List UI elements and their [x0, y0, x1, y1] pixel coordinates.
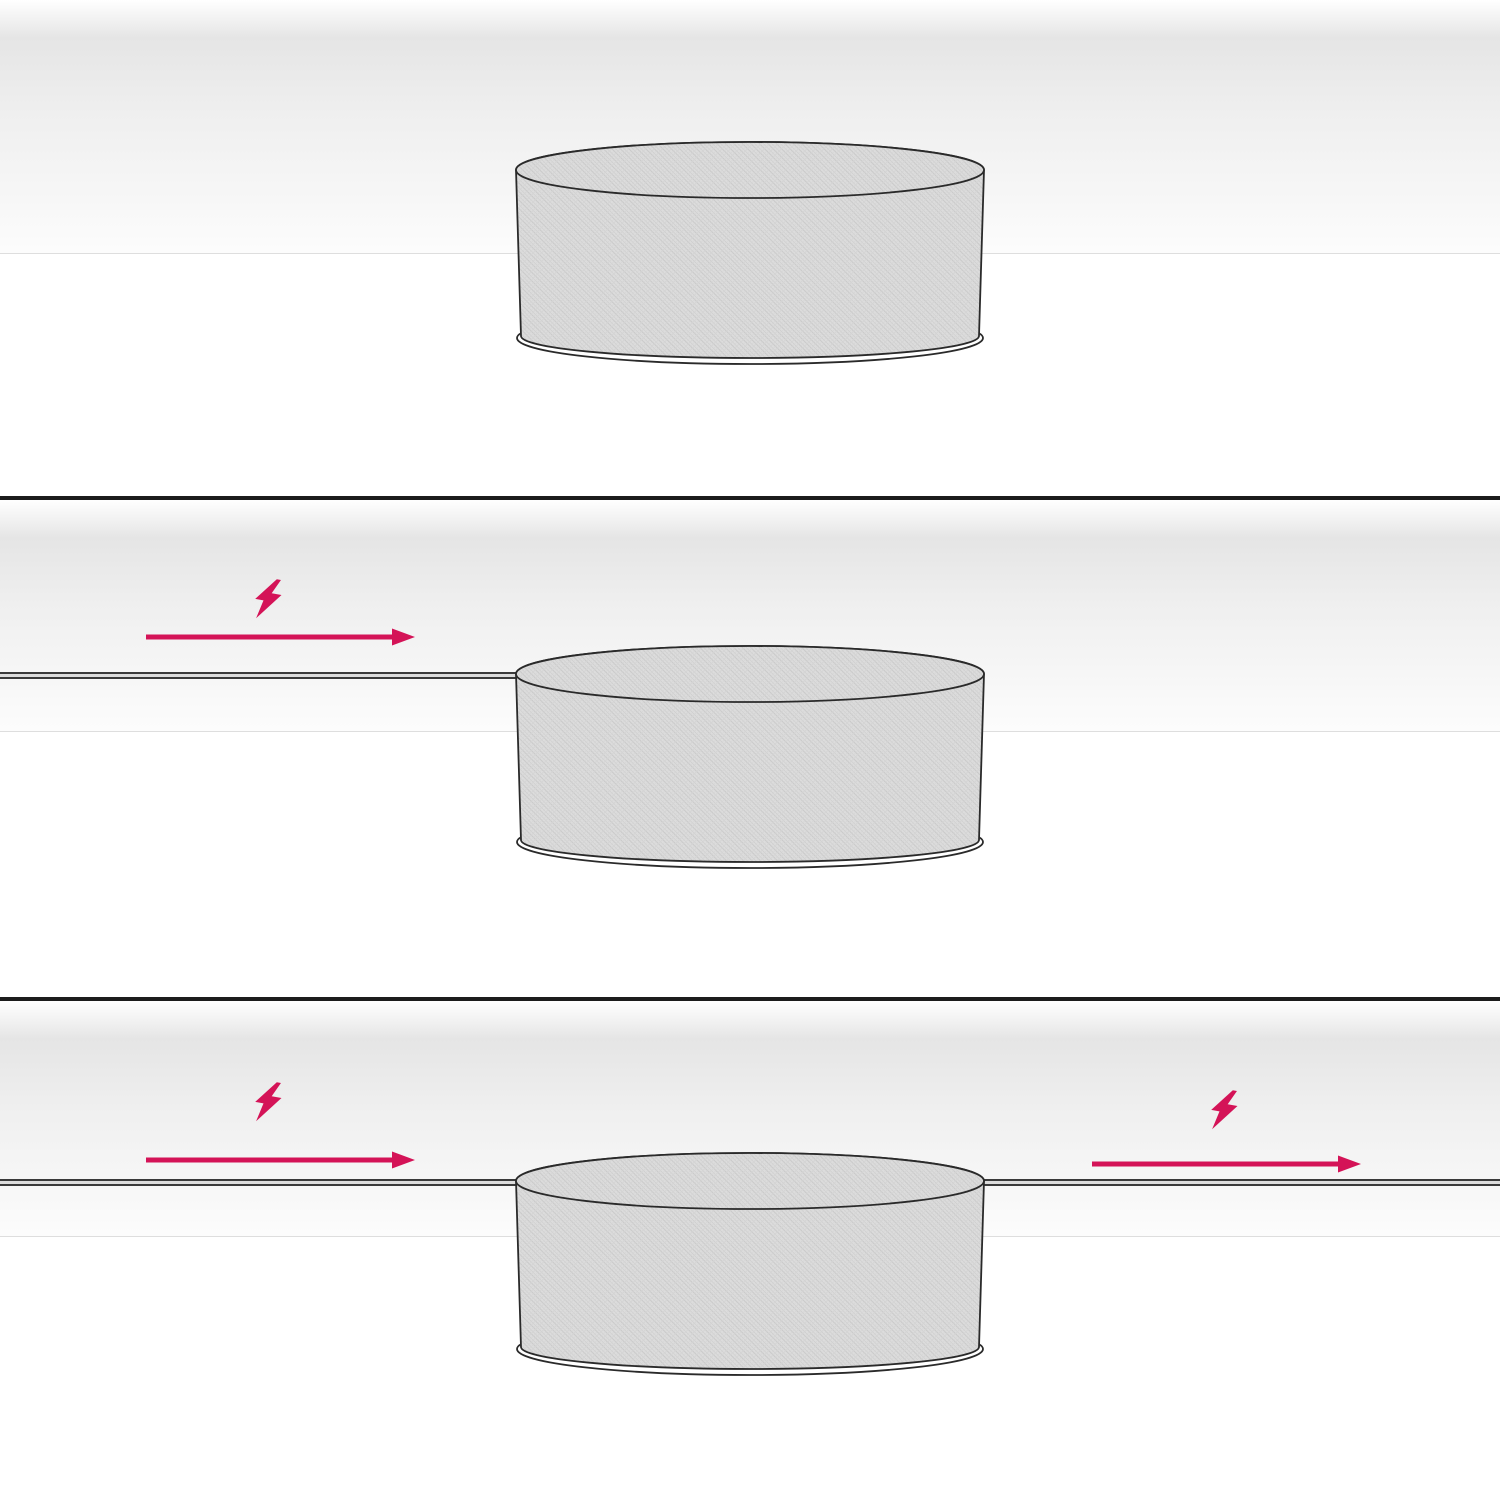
panel-separator: [0, 997, 1500, 1001]
panel-lamp-no-cable: [0, 0, 1500, 496]
lightning-bolt-icon: [1211, 1090, 1238, 1130]
lightning-bolt-icon: [255, 1082, 282, 1122]
current-direction-arrow-icon: [1092, 1155, 1361, 1173]
lamp-top-face: [515, 1152, 985, 1210]
current-direction-arrow-icon: [146, 628, 415, 646]
lamp-top-face: [515, 645, 985, 703]
lamp-top-face: [515, 141, 985, 199]
power-cable-left: [0, 1179, 516, 1186]
lightning-bolt-icon: [255, 579, 282, 619]
drum-ceiling-lamp: [515, 141, 985, 365]
panel-lamp-cable-in: [0, 500, 1500, 997]
panel-separator: [0, 496, 1500, 500]
panel-lamp-cable-through: [0, 1001, 1500, 1500]
current-direction-arrow-icon: [146, 1151, 415, 1169]
power-cable-right: [984, 1179, 1500, 1186]
drum-ceiling-lamp: [515, 1152, 985, 1376]
power-cable-left: [0, 672, 516, 679]
drum-ceiling-lamp: [515, 645, 985, 869]
